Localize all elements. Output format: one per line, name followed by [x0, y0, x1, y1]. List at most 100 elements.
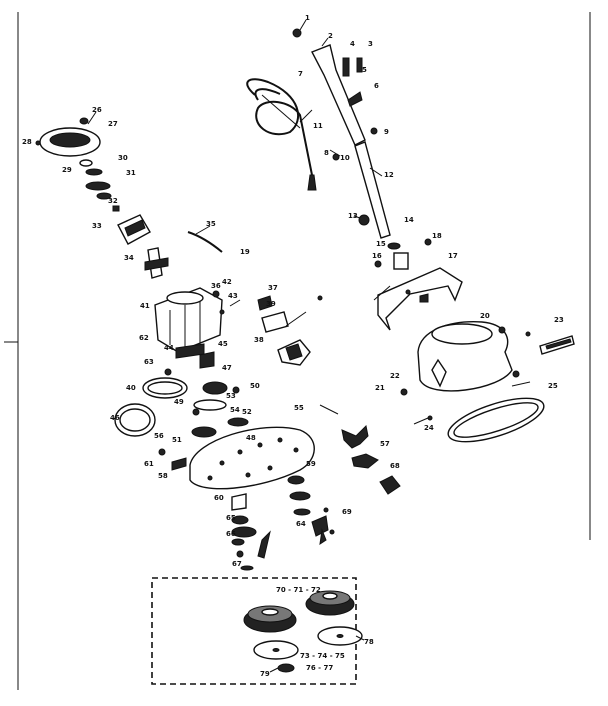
- callout-27: 27: [108, 120, 118, 128]
- brush-driver-middle: [351, 453, 379, 469]
- callout-17: 17: [448, 252, 458, 260]
- idler-gear: [227, 417, 249, 427]
- switch-lever: [144, 257, 169, 271]
- callout-20: 20: [480, 312, 490, 320]
- callout-10: 10: [340, 154, 350, 162]
- callout-46: 46: [110, 414, 120, 422]
- switch-assembly: [35, 117, 223, 279]
- drive-pin: [257, 530, 271, 559]
- handle-yoke: [377, 267, 463, 331]
- pad-holder: [277, 663, 295, 673]
- brush-spring: [261, 311, 289, 333]
- spindle-ring: [293, 508, 311, 516]
- callout-61: 61: [144, 460, 154, 468]
- lower-handle-tube: [354, 141, 391, 239]
- page-frame: [4, 12, 591, 690]
- accessory-box-border: [151, 577, 357, 685]
- callout-11: 11: [313, 122, 323, 130]
- callout-28: 28: [22, 138, 32, 146]
- motor-assembly: [114, 287, 249, 471]
- callout-39: 39: [266, 300, 276, 308]
- callout-12: 12: [384, 171, 394, 179]
- upper-handle-tube: [311, 44, 366, 146]
- callout-9: 9: [384, 128, 389, 136]
- base-plate: [189, 426, 315, 490]
- switch-contacts: [124, 219, 146, 237]
- spindle-body: [311, 515, 329, 537]
- handle-clip: [347, 91, 363, 107]
- switch-spring: [85, 168, 103, 176]
- callout-8: 8: [324, 149, 329, 157]
- accessory-label-top: 70 - 71 - 72: [276, 586, 321, 594]
- motor-nut: [219, 309, 225, 315]
- callout-19: 19: [240, 248, 250, 256]
- hood-screw: [400, 388, 408, 396]
- handle-bracket: [393, 252, 409, 270]
- callout-4: 4: [350, 40, 355, 48]
- handle-screw: [342, 57, 350, 77]
- leader-lines: [87, 19, 531, 425]
- base-plate-holes: [207, 437, 299, 481]
- drive-gear: [191, 426, 217, 438]
- callout-49: 49: [174, 398, 184, 406]
- callout-59: 59: [306, 460, 316, 468]
- callout-21: 21: [375, 384, 385, 392]
- callout-6: 6: [374, 82, 379, 90]
- handle-nut: [370, 127, 378, 135]
- handle-screw-small: [374, 260, 382, 268]
- spindle-washer: [289, 491, 311, 501]
- switch-wire: [187, 231, 223, 253]
- callout-18: 18: [432, 232, 442, 240]
- spindle-pin: [323, 507, 329, 513]
- accessory-box: 70 - 71 - 72 73 - 74 - 75 76 - 77 78 79: [151, 577, 374, 685]
- accessory-label-mid: 73 - 74 - 75: [300, 652, 345, 660]
- switch-plate: [85, 181, 111, 191]
- gear-screw: [232, 386, 240, 394]
- cap-part: [292, 28, 302, 38]
- callout-5: 5: [362, 66, 367, 74]
- callout-23: 23: [554, 316, 564, 324]
- callout-35: 35: [206, 220, 216, 228]
- callout-69: 69: [342, 508, 352, 516]
- spindle-screw: [329, 529, 335, 535]
- callout-24: 24: [424, 424, 434, 432]
- brush-pin: [317, 295, 323, 301]
- spindle-tip: [319, 528, 327, 546]
- callout-37: 37: [268, 284, 278, 292]
- callout-52: 52: [242, 408, 252, 416]
- brush-driver-lower: [379, 475, 401, 495]
- callout-54: 54: [230, 406, 240, 414]
- latch-pin: [525, 331, 531, 337]
- callout-44: 44: [164, 344, 174, 352]
- handle-assembly: [292, 28, 463, 331]
- callout-67: 67: [232, 560, 242, 568]
- callout-50: 50: [250, 382, 260, 390]
- yoke-pin: [405, 289, 411, 295]
- callout-32: 32: [108, 197, 118, 205]
- accessory-label-left: 79: [260, 670, 270, 678]
- cord-plug: [307, 174, 317, 191]
- callout-38: 38: [254, 336, 264, 344]
- hood-bolt: [427, 415, 433, 421]
- drive-bushing: [231, 493, 247, 511]
- switch-nut: [79, 117, 89, 125]
- callout-36: 36: [211, 282, 221, 290]
- callout-15: 15: [376, 240, 386, 248]
- callout-45: 45: [218, 340, 228, 348]
- callout-58: 58: [158, 472, 168, 480]
- handle-bolt: [356, 57, 363, 73]
- callout-labels: 1 2 3 4 5 6 7 8 9 10 11 12 13 14 15 16 1…: [22, 14, 564, 568]
- callout-2: 2: [328, 32, 333, 40]
- hood-bumper: [431, 358, 447, 388]
- callout-33: 33: [92, 222, 102, 230]
- hood-washer: [512, 370, 520, 378]
- motor-armature: [199, 351, 215, 369]
- callout-43: 43: [228, 292, 238, 300]
- callout-14: 14: [404, 216, 414, 224]
- callout-68: 68: [390, 462, 400, 470]
- callout-66: 66: [226, 530, 236, 538]
- callout-41: 41: [140, 302, 150, 310]
- callout-30: 30: [118, 154, 128, 162]
- hood-assembly: [400, 321, 575, 443]
- motor-screw: [212, 290, 220, 298]
